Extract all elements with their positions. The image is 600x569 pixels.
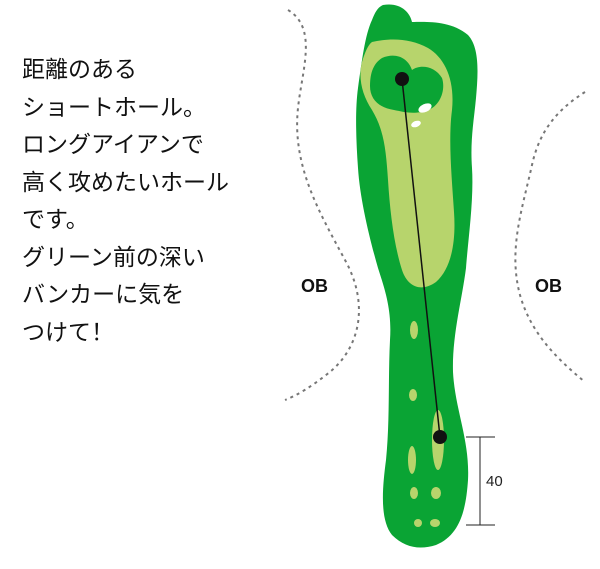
distance-label: 40 [486, 473, 503, 490]
description-line: 距離のある [22, 57, 137, 83]
ob-label-left: OB [301, 276, 328, 296]
landing-marker [433, 430, 447, 444]
fairway-patch [410, 321, 418, 339]
distance-bracket [466, 436, 495, 526]
tee-marker [414, 519, 422, 527]
tee-marker [430, 519, 440, 527]
description-line: です。 [22, 207, 89, 233]
bunker [411, 120, 421, 128]
shot-line [401, 78, 441, 438]
description-line: バンカーに気を [22, 282, 185, 308]
ob-label-right: OB [535, 276, 562, 296]
bunker [418, 103, 432, 113]
tee-marker [410, 487, 418, 499]
description-line: つけて！ [22, 319, 114, 346]
description-line: ロングアイアンで [22, 132, 204, 158]
tee-marker [431, 487, 441, 499]
description-line: 高く攻めたいホール [22, 169, 229, 196]
ob-boundary-left [284, 9, 360, 401]
fairway-patch [408, 446, 416, 474]
fairway-patch [409, 389, 417, 401]
description-line: グリーン前の深い [22, 244, 205, 271]
pin-marker [395, 72, 409, 86]
description-line: ショートホール。 [22, 94, 206, 121]
hole-description: 距離のある ショートホール。 ロングアイアンで 高く攻めたいホール です。 グリ… [22, 52, 229, 352]
ob-boundary-right [514, 91, 586, 383]
